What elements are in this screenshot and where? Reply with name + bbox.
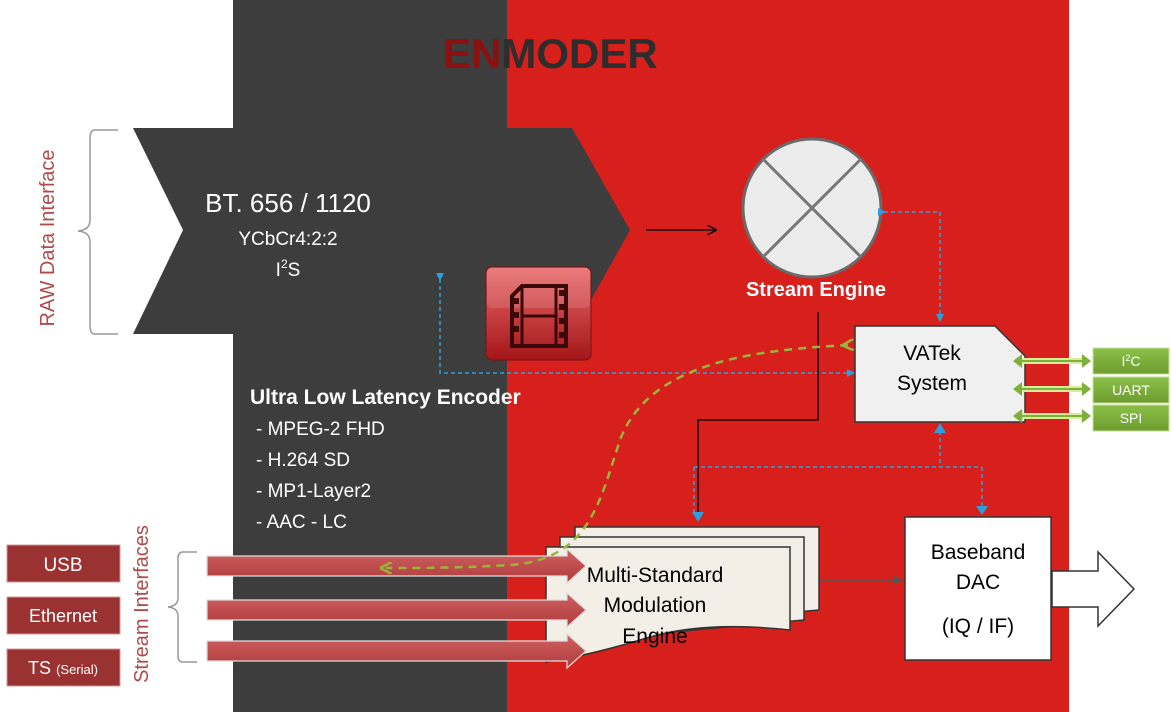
uart-box (1092, 376, 1170, 404)
usb-label: USB (43, 555, 82, 576)
diagram-title: ENMODER (443, 30, 658, 77)
spi-bus-arrow (1013, 409, 1091, 423)
raw-interface-brace (77, 129, 118, 335)
bus-arrows (1013, 354, 1091, 423)
baseband-dac-box (904, 516, 1052, 661)
raw-line1: BT. 656 / 1120 (205, 188, 371, 218)
i2c-box (1092, 347, 1170, 375)
raw-line2: YCbCr4:2:2 (238, 229, 337, 250)
uart-bus-arrow (1013, 382, 1091, 396)
vatek-line1: VATek (903, 342, 961, 365)
encoder-title: Ultra Low Latency Encoder (250, 386, 521, 409)
spi-label: SPI (1120, 410, 1143, 426)
film-icon (485, 266, 592, 361)
bypass-dashed-arrow (386, 345, 848, 568)
ethernet-box (6, 596, 121, 635)
stream-interfaces-brace (167, 551, 197, 663)
stream-vatek-link (878, 208, 944, 322)
title-moder: MODER (501, 30, 657, 77)
encoder-item: - MPEG-2 FHD (256, 419, 385, 440)
i2c-bus-arrow (1013, 354, 1091, 368)
ts-label: TS (Serial) (28, 658, 98, 678)
ethernet-stream-arrow (206, 591, 587, 629)
stream-interface-arrows (206, 547, 587, 670)
title-en: EN (443, 30, 501, 77)
stream-interfaces-label: Stream Interfaces (131, 525, 153, 683)
usb-box (6, 544, 121, 583)
stream-engine-mixer-icon (741, 137, 883, 279)
encoder-item: - MP1-Layer2 (256, 481, 371, 502)
dac-line1: Baseband (931, 541, 1026, 564)
ts-box (6, 648, 121, 687)
raw-line3: I2S (276, 257, 301, 281)
modulation-line1: Multi-Standard (587, 564, 724, 587)
encoder-item: - H.264 SD (256, 450, 350, 471)
stream-engine-label: Stream Engine (746, 279, 886, 301)
dac-output-arrow (1051, 550, 1136, 628)
modulation-line3: Engine (622, 625, 687, 648)
raw-interface-label: RAW Data Interface (37, 149, 59, 326)
dac-line3: (IQ / IF) (942, 615, 1014, 638)
dac-line2: DAC (956, 571, 1000, 594)
spi-box (1092, 404, 1170, 432)
ts-stream-arrow (206, 632, 587, 670)
uart-label: UART (1112, 382, 1150, 398)
encoder-item: - AAC - LC (256, 512, 347, 533)
modulation-line2: Modulation (604, 594, 707, 617)
vatek-line2: System (897, 372, 967, 395)
i2c-label: I2C (1121, 353, 1140, 369)
ethernet-label: Ethernet (29, 606, 97, 626)
